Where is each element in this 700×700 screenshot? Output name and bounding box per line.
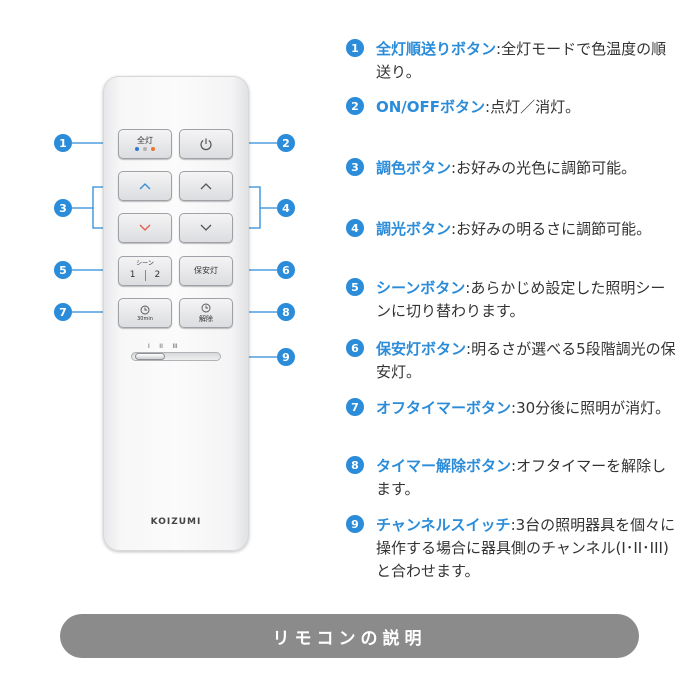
callout-badge-9: 9 (277, 348, 295, 366)
description-text: :オフタイマーを解除します。 (376, 457, 667, 498)
description-text: :全灯モードで色温度の順送り。 (376, 40, 667, 81)
description-item-2: 2 ON/OFFボタン:点灯／消灯。 (346, 96, 676, 119)
security-light-label: 保安灯 (194, 266, 218, 275)
color-down-button[interactable] (118, 213, 172, 243)
description-badge: 6 (346, 339, 364, 357)
description-item-6: 6 保安灯ボタン:明るさが選べる5段階調光の保安灯。 (346, 338, 676, 384)
power-icon (200, 138, 212, 151)
chevron-down-icon (139, 224, 151, 231)
timer-30min-label: 30min (137, 315, 153, 322)
description-item-5: 5 シーンボタン:あらかじめ設定した照明シーンに切り替わります。 (346, 277, 676, 323)
section-title-bar: リモコンの説明 (60, 614, 639, 658)
timer-cancel-label: 解除 (199, 314, 213, 323)
color-dots (135, 147, 155, 151)
description-name: 調光ボタン (376, 220, 452, 238)
description-item-4: 4 調光ボタン:お好みの明るさに調節可能。 (346, 218, 676, 241)
callout-badge-5: 5 (54, 261, 72, 279)
description-name: タイマー解除ボタン (376, 457, 512, 475)
description-badge: 3 (346, 158, 364, 176)
description-name: 調色ボタン (376, 159, 452, 177)
description-text: :お好みの明るさに調節可能。 (451, 220, 652, 238)
scene-label: シーン (136, 260, 154, 267)
callout-badge-3: 3 (54, 199, 72, 217)
chevron-up-icon (200, 183, 212, 190)
clock-icon (201, 303, 211, 312)
scene-1-label: 1 (129, 270, 136, 280)
security-light-button[interactable]: 保安灯 (179, 256, 233, 286)
section-title: リモコンの説明 (272, 628, 427, 649)
callout-badge-8: 8 (277, 303, 295, 321)
off-timer-button[interactable]: 30min (118, 298, 172, 328)
channel-switch[interactable] (131, 352, 221, 361)
description-name: 全灯順送りボタン (376, 40, 497, 58)
description-item-7: 7 オフタイマーボタン:30分後に照明が消灯。 (346, 397, 676, 420)
callout-badge-2: 2 (277, 134, 295, 152)
description-name: 保安灯ボタン (376, 340, 467, 358)
brand-logo: KOIZUMI (150, 517, 202, 527)
description-badge: 2 (346, 97, 364, 115)
description-text: :明るさが選べる5段階調光の保安灯。 (376, 340, 676, 381)
orange-dot-icon (151, 147, 155, 151)
scene-button[interactable]: シーン 1 2 (118, 256, 172, 286)
description-badge: 5 (346, 278, 364, 296)
chevron-up-icon (139, 183, 151, 190)
callout-badge-4: 4 (277, 199, 295, 217)
description-text: :あらかじめ設定した照明シーンに切り替わります。 (376, 279, 666, 320)
timer-cancel-button[interactable]: 解除 (179, 298, 233, 328)
scene-2-label: 2 (154, 270, 161, 280)
description-badge: 9 (346, 515, 364, 533)
description-name: ON/OFFボタン (376, 98, 486, 116)
channel-switch-knob[interactable] (135, 353, 165, 360)
description-badge: 8 (346, 456, 364, 474)
callout-badge-6: 6 (277, 261, 295, 279)
chevron-down-icon (200, 224, 212, 231)
remote-control: 全灯 シーン (103, 76, 249, 551)
blue-dot-icon (135, 147, 139, 151)
description-text: :3台の照明器具を個々に操作する場合に器具側のチャンネル(I･II･III)と合… (376, 516, 676, 580)
description-item-8: 8 タイマー解除ボタン:オフタイマーを解除します。 (346, 455, 676, 501)
color-up-button[interactable] (118, 171, 172, 201)
scene-divider (144, 270, 146, 281)
description-item-1: 1 全灯順送りボタン:全灯モードで色温度の順送り。 (346, 38, 676, 84)
dimmer-down-button[interactable] (179, 213, 233, 243)
description-text: :お好みの光色に調節可能。 (451, 159, 637, 177)
description-name: オフタイマーボタン (376, 399, 512, 417)
description-badge: 4 (346, 219, 364, 237)
description-text: :30分後に照明が消灯。 (511, 399, 671, 417)
callout-badge-7: 7 (54, 303, 72, 321)
all-light-label: 全灯 (137, 136, 153, 145)
description-badge: 1 (346, 39, 364, 57)
dimmer-up-button[interactable] (179, 171, 233, 201)
description-text: :点灯／消灯。 (485, 98, 581, 116)
description-badge: 7 (346, 398, 364, 416)
channel-marks: I II III (148, 343, 178, 350)
power-button[interactable] (179, 129, 233, 159)
all-light-button[interactable]: 全灯 (118, 129, 172, 159)
description-name: チャンネルスイッチ (376, 516, 511, 534)
callout-badge-1: 1 (54, 134, 72, 152)
clock-icon (140, 305, 150, 314)
description-name: シーンボタン (376, 279, 466, 297)
description-item-9: 9 チャンネルスイッチ:3台の照明器具を個々に操作する場合に器具側のチャンネル(… (346, 514, 676, 583)
gray-dot-icon (143, 147, 147, 151)
description-item-3: 3 調色ボタン:お好みの光色に調節可能。 (346, 157, 676, 180)
